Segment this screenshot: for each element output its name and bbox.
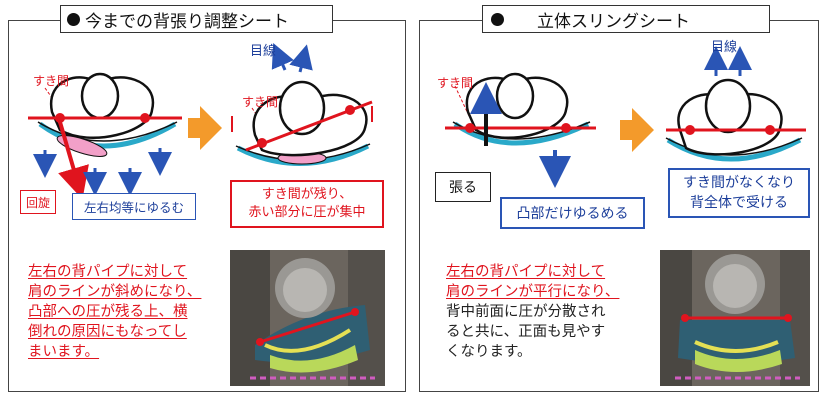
gaze-label: 目線 [711,40,738,55]
gap-label: すき間 [437,76,474,90]
result-line: 赤い部分に圧が集中 [248,205,366,220]
wheelchair-photo-after [660,250,810,386]
right-description: 左右の背パイプに対して 肩のラインが平行になり、 背中前面に圧が分散され ると共… [446,262,619,362]
gaze-label: 目線 [250,44,277,59]
tension-label: 張る [449,180,477,196]
description-line: 倒れの原因にもなってし [28,324,187,340]
result-line: 背全体で受ける [690,195,788,211]
loosen-label-box: 凸部だけゆるめる [500,197,645,229]
description-line: 背中前面に圧が分散され [446,304,606,320]
orange-arrow-right [620,108,654,152]
rotation-label: 回旋 [25,195,50,210]
left-after-figure [231,43,373,166]
description-line: 凸部への圧が残る上、横 [28,304,188,320]
bullet-icon [491,13,504,26]
sag-label: 左右均等にゆるむ [83,200,184,215]
orange-arrow-left [188,106,222,150]
description-line: まいます。 [28,344,100,360]
result-line: すき間がなくなり [683,175,795,191]
rotation-label-box: 回旋 [20,190,56,214]
description-line: 肩のラインが斜めになり、 [28,284,202,300]
tension-label-box: 張る [435,172,491,202]
result-label-box: すき間がなくなり 背全体で受ける [668,168,810,218]
sag-label-box: 左右均等にゆるむ [72,193,196,220]
description-line: 左右の背パイプに対して [446,264,606,280]
left-description: 左右の背パイプに対して 肩のラインが斜めになり、 凸部への圧が残る上、横 倒れの… [28,262,201,362]
title-conventional-sheet: 今までの背張り調整シート [60,5,333,33]
right-before-figure [445,72,596,188]
gap-label: すき間 [33,74,70,88]
description-line: ると共に、正面も見やす [446,324,606,340]
wheelchair-photo-before [230,250,385,386]
right-after-figure [665,46,806,162]
title-text: 今までの背張り調整シート [85,11,289,32]
result-line: すき間が残り、 [261,187,353,202]
description-line: くなります。 [446,344,532,360]
description-line: 左右の背パイプに対して [28,264,188,280]
loosen-label: 凸部だけゆるめる [516,206,629,222]
title-text: 立体スリングシート [537,11,690,32]
left-before-figure [28,72,182,200]
description-line: 肩のラインが平行になり、 [446,284,620,300]
bullet-icon [67,13,80,26]
gap-label: すき間 [242,95,279,109]
result-label-box: すき間が残り、 赤い部分に圧が集中 [230,180,384,228]
title-3d-sling-sheet: 立体スリングシート [482,5,770,33]
